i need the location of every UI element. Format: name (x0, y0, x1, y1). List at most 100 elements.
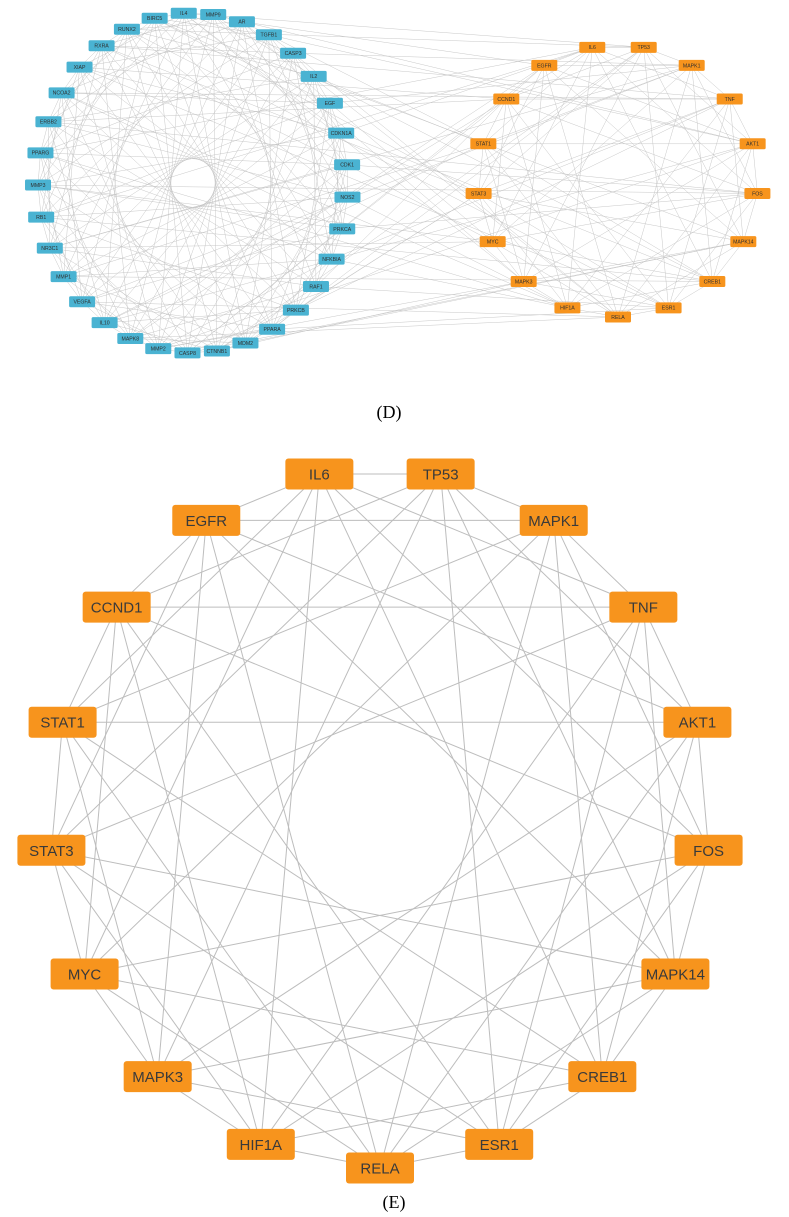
edge-e-tp53-mapk3 (157, 473, 442, 1077)
node-d-blue-cdkn1a[interactable]: CDKN1A (328, 127, 355, 139)
node-d-orange-ccnd1[interactable]: CCND1 (493, 93, 520, 105)
edge-e-esr1-stat3 (51, 849, 500, 1145)
edge-d-b-nr3c1-rxra (49, 45, 102, 249)
node-label: RXRA (94, 44, 109, 50)
node-d-blue-il2[interactable]: IL2 (300, 70, 327, 82)
node-label: CREB1 (704, 279, 721, 285)
node-d-blue-erbb2[interactable]: ERBB2 (35, 116, 62, 128)
node-d-blue-cdk1[interactable]: CDK1 (334, 159, 361, 171)
edge-e-mapk3-stat1 (62, 722, 159, 1077)
node-d-orange-mapk3[interactable]: MAPK3 (510, 276, 537, 288)
node-d-blue-ppara[interactable]: PPARA (259, 323, 286, 335)
node-e-mapk3[interactable]: MAPK3 (123, 1061, 192, 1093)
node-d-orange-il6[interactable]: IL6 (579, 41, 606, 53)
edge-d-o-esr1-stat3 (478, 193, 669, 309)
node-d-orange-creb1[interactable]: CREB1 (699, 276, 726, 288)
node-d-blue-runx2[interactable]: RUNX2 (113, 23, 140, 35)
node-e-mapk14[interactable]: MAPK14 (641, 958, 710, 990)
node-d-blue-il10[interactable]: IL10 (91, 317, 118, 329)
node-e-fos[interactable]: FOS (674, 834, 743, 866)
node-e-akt1[interactable]: AKT1 (663, 706, 732, 738)
edge-e-akt1-rela (379, 721, 698, 1169)
edge-d-o-fos-ccnd1 (506, 98, 758, 194)
node-d-blue-mmp3[interactable]: MMP3 (25, 179, 52, 191)
node-d-orange-egfr[interactable]: EGFR (531, 59, 558, 71)
node-d-orange-akt1[interactable]: AKT1 (739, 138, 766, 150)
node-d-blue-rxra[interactable]: RXRA (88, 40, 115, 52)
node-e-esr1[interactable]: ESR1 (465, 1128, 534, 1160)
node-label: MMP3 (31, 183, 46, 189)
node-d-orange-tnf[interactable]: TNF (716, 93, 743, 105)
edge-d-o-mapk1-fos (691, 65, 758, 194)
edge-d-x-erbb2-fos (48, 121, 758, 194)
node-label: MYC (68, 967, 102, 984)
node-d-orange-tp53[interactable]: TP53 (630, 41, 657, 53)
node-e-tp53[interactable]: TP53 (406, 458, 475, 490)
node-label: EGFR (537, 63, 552, 69)
edge-d-o-mapk14-stat3 (478, 193, 744, 242)
node-e-rela[interactable]: RELA (346, 1152, 414, 1184)
node-e-ccnd1[interactable]: CCND1 (82, 591, 151, 623)
node-d-blue-ar[interactable]: AR (228, 16, 255, 28)
node-d-blue-raf1[interactable]: RAF1 (302, 280, 329, 292)
node-d-blue-il4[interactable]: IL4 (170, 7, 197, 19)
node-d-blue-egf[interactable]: EGF (316, 97, 343, 109)
node-label: XIAP (74, 65, 86, 71)
node-d-blue-prkcb[interactable]: PRKCB (282, 304, 309, 316)
node-e-hif1a[interactable]: HIF1A (226, 1128, 295, 1160)
node-e-il6[interactable]: IL6 (285, 458, 354, 490)
node-d-blue-ctnnb1[interactable]: CTNNB1 (203, 345, 230, 357)
node-d-orange-mapk1[interactable]: MAPK1 (678, 59, 705, 71)
node-label: CDKN1A (331, 131, 353, 137)
edge-d-o-fos-il6 (592, 47, 758, 194)
node-e-myc[interactable]: MYC (50, 958, 119, 990)
node-d-blue-nfkbia[interactable]: NFKBIA (318, 253, 345, 265)
node-d-blue-mmp1[interactable]: MMP1 (50, 271, 77, 283)
node-box (50, 958, 119, 990)
node-d-blue-xiap[interactable]: XIAP (66, 61, 93, 73)
node-d-blue-pparg[interactable]: PPARG (27, 147, 54, 159)
node-e-tnf[interactable]: TNF (609, 591, 678, 623)
edge-d-b-erbb2-runx2 (48, 29, 128, 122)
node-d-orange-stat3[interactable]: STAT3 (465, 188, 492, 200)
node-d-orange-stat1[interactable]: STAT1 (470, 138, 497, 150)
node-d-orange-myc[interactable]: MYC (479, 236, 506, 248)
node-d-blue-mapk8[interactable]: MAPK8 (117, 332, 144, 344)
node-d-blue-mmp2[interactable]: MMP2 (145, 343, 172, 355)
node-d-blue-birc5[interactable]: BIRC5 (141, 12, 168, 24)
edge-d-o-tnf-akt1 (729, 98, 753, 144)
node-d-blue-mdm2[interactable]: MDM2 (232, 337, 259, 349)
edge-d-o-tnf-esr1 (668, 98, 730, 308)
node-d-blue-casp3[interactable]: CASP3 (280, 47, 307, 59)
node-d-orange-rela[interactable]: RELA (605, 311, 631, 323)
node-d-blue-ncoa2[interactable]: NCOA2 (48, 87, 75, 99)
node-label: STAT3 (29, 843, 73, 860)
edge-d-b-egf-birc5 (154, 18, 331, 104)
edge-e-tp53-esr1 (440, 473, 500, 1145)
node-label: TGFB1 (261, 33, 278, 39)
node-d-blue-nr3c1[interactable]: NR3C1 (36, 242, 63, 254)
node-d-blue-mmp9[interactable]: MMP9 (200, 8, 227, 20)
node-e-mapk1[interactable]: MAPK1 (519, 504, 588, 536)
node-d-blue-tgfb1[interactable]: TGFB1 (255, 29, 282, 41)
node-d-blue-rb1[interactable]: RB1 (28, 211, 55, 223)
node-d-blue-prkca[interactable]: PRKCA (329, 223, 356, 235)
node-d-orange-esr1[interactable]: ESR1 (655, 302, 682, 314)
node-d-blue-casp8[interactable]: CASP8 (174, 347, 201, 359)
node-label: CREB1 (577, 1069, 627, 1086)
edge-d-x-runx2-esr1 (126, 29, 669, 309)
node-e-creb1[interactable]: CREB1 (568, 1061, 637, 1093)
node-d-orange-hif1a[interactable]: HIF1A (554, 302, 581, 314)
node-e-egfr[interactable]: EGFR (172, 504, 241, 536)
node-e-stat3[interactable]: STAT3 (17, 834, 86, 866)
edge-d-x-nfkbia-tnf (331, 98, 730, 260)
edge-e-fos-mapk14 (674, 850, 710, 975)
node-d-blue-vegfa[interactable]: VEGFA (69, 296, 96, 308)
node-e-stat1[interactable]: STAT1 (28, 706, 97, 738)
edge-d-b-casp3-nfkbia (292, 53, 332, 260)
node-d-orange-fos[interactable]: FOS (744, 188, 771, 200)
node-d-orange-mapk14[interactable]: MAPK14 (730, 236, 757, 248)
node-d-blue-nos2[interactable]: NOS2 (334, 191, 361, 203)
edge-e-fos-ccnd1 (116, 606, 709, 851)
